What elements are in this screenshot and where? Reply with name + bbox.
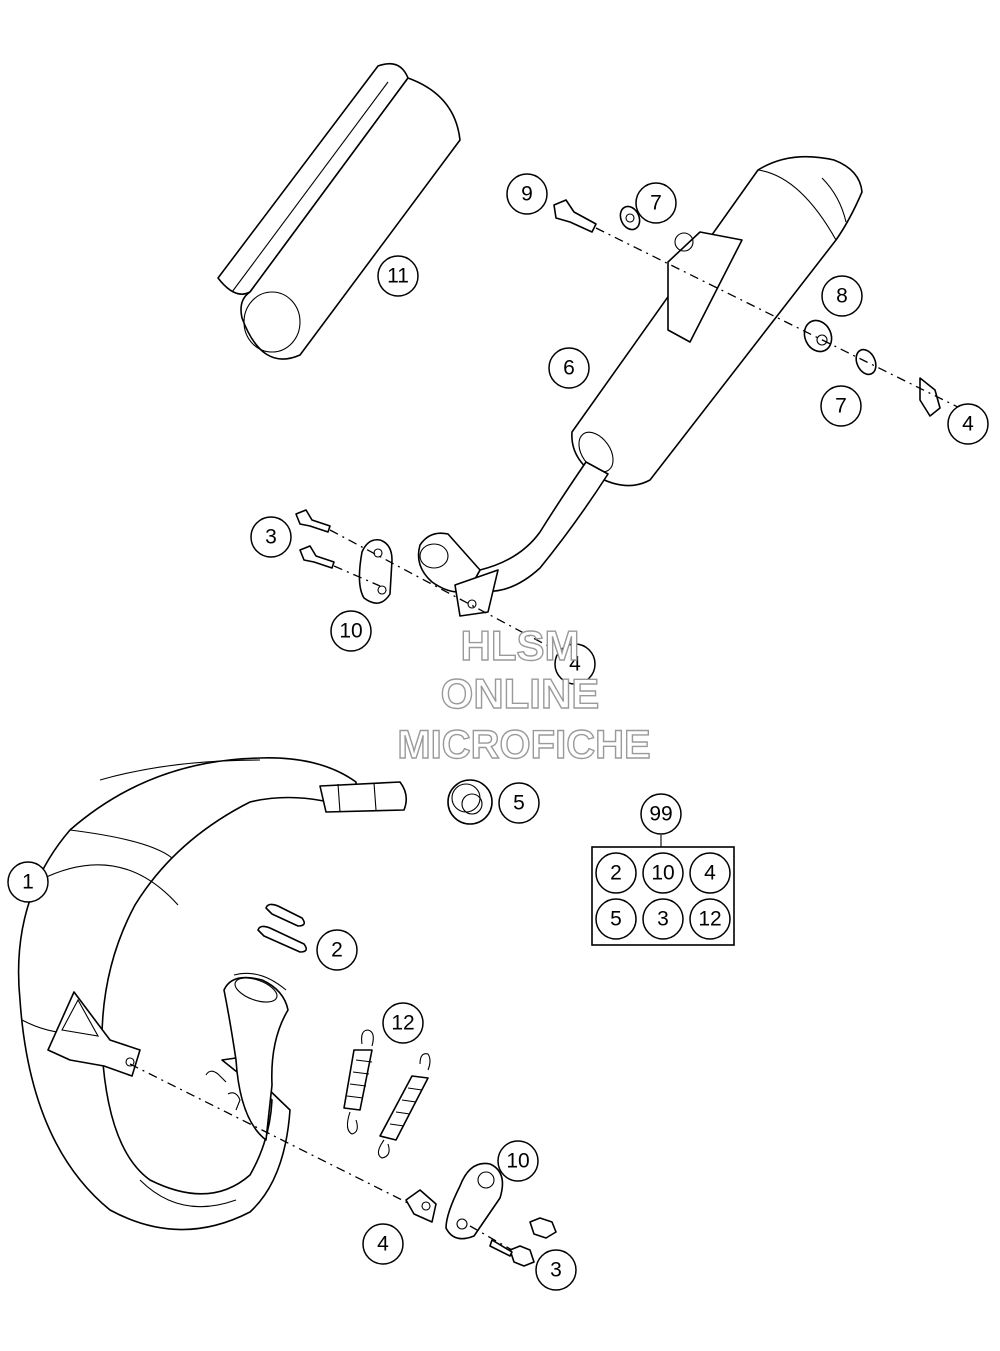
kit-item-10[interactable]: 10 (642, 852, 684, 894)
kit-item-5[interactable]: 5 (595, 898, 637, 940)
svg-text:4: 4 (377, 1233, 389, 1256)
protection-sleeve-part (217, 62, 461, 360)
watermark-line1: HLSM (461, 622, 580, 669)
callout-4-lower[interactable]: 4 (362, 1223, 404, 1265)
svg-text:2: 2 (610, 862, 622, 885)
kit-item-2[interactable]: 2 (595, 852, 637, 894)
callout-4-upper[interactable]: 4 (947, 403, 989, 445)
svg-text:5: 5 (610, 908, 622, 931)
callout-2[interactable]: 2 (316, 929, 358, 971)
callout-1[interactable]: 1 (7, 861, 49, 903)
svg-text:4: 4 (704, 862, 716, 885)
callout-3-upper[interactable]: 3 (250, 516, 292, 558)
watermark-line2: ONLINE (441, 670, 600, 717)
svg-text:4: 4 (962, 413, 974, 436)
kit-item-12[interactable]: 12 (689, 898, 731, 940)
svg-text:8: 8 (836, 285, 848, 308)
callout-7-upper[interactable]: 7 (635, 182, 677, 224)
callout-6[interactable]: 6 (548, 347, 590, 389)
callout-9[interactable]: 9 (506, 173, 548, 215)
svg-text:11: 11 (387, 265, 409, 288)
silencer-part (417, 155, 863, 617)
svg-text:3: 3 (657, 908, 669, 931)
callout-5[interactable]: 5 (498, 782, 540, 824)
callout-8[interactable]: 8 (821, 275, 863, 317)
svg-text:7: 7 (835, 395, 847, 418)
svg-text:3: 3 (265, 526, 277, 549)
svg-text:1: 1 (22, 871, 34, 894)
svg-text:12: 12 (698, 908, 721, 931)
springs-part (343, 1029, 431, 1159)
callout-10-lower[interactable]: 10 (497, 1140, 539, 1182)
callout-12[interactable]: 12 (382, 1002, 424, 1044)
exhaust-pipe-part (17, 757, 408, 1231)
watermark: HLSM ONLINE MICROFICHE (397, 621, 652, 767)
o-rings-part (257, 903, 308, 953)
svg-text:3: 3 (550, 1259, 562, 1282)
svg-text:10: 10 (339, 620, 362, 643)
svg-text:99: 99 (649, 803, 672, 826)
callout-4-middle[interactable]: 4 (554, 643, 596, 685)
svg-text:2: 2 (331, 939, 343, 962)
svg-text:10: 10 (506, 1150, 529, 1173)
callout-10-upper[interactable]: 10 (330, 610, 372, 652)
callout-11[interactable]: 11 (377, 255, 419, 297)
kit-99-group: 99 2 10 4 5 3 12 (591, 793, 735, 946)
pipe-mount-hardware (129, 1063, 557, 1267)
svg-text:10: 10 (651, 862, 674, 885)
svg-text:7: 7 (650, 192, 662, 215)
silencer-bracket-hardware (295, 509, 553, 649)
kit-item-3[interactable]: 3 (642, 898, 684, 940)
callout-7-lower[interactable]: 7 (820, 385, 862, 427)
svg-text:9: 9 (521, 183, 533, 206)
callout-3-lower[interactable]: 3 (535, 1249, 577, 1291)
svg-text:5: 5 (513, 792, 525, 815)
svg-text:12: 12 (391, 1012, 414, 1035)
silencer-mount-hardware (553, 199, 981, 419)
kit-callout[interactable]: 99 (640, 793, 682, 835)
svg-text:6: 6 (563, 357, 575, 380)
svg-text:4: 4 (569, 653, 581, 676)
seal-ring-part (447, 779, 493, 825)
kit-item-4[interactable]: 4 (689, 852, 731, 894)
watermark-line3: MICROFICHE (397, 723, 650, 767)
